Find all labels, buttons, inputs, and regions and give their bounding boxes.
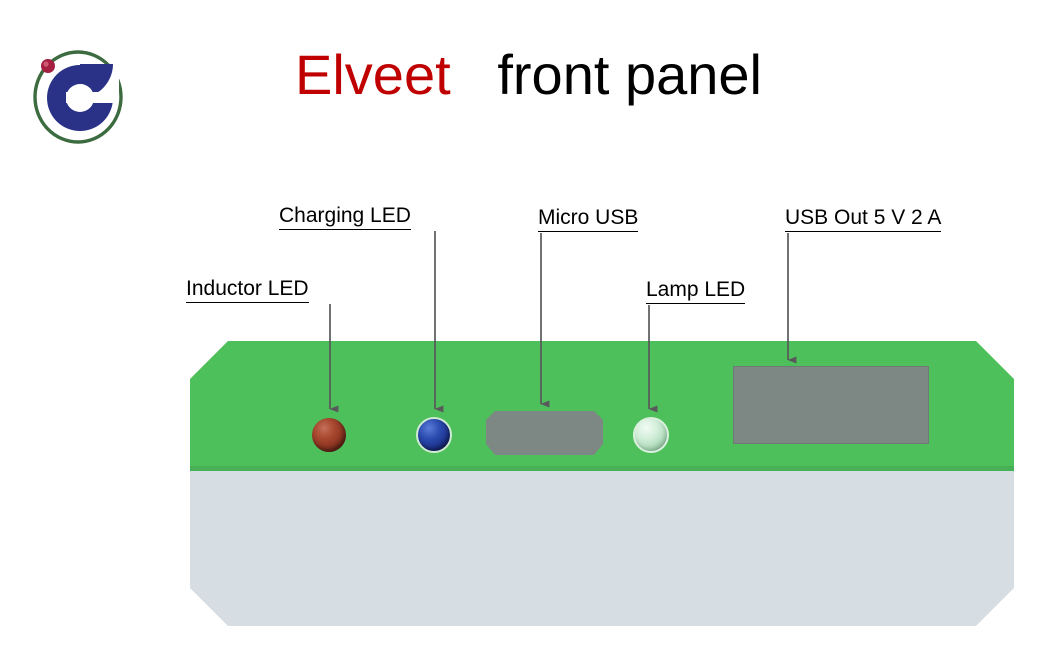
- charging-led: [416, 417, 452, 453]
- page-title-rest: front panel: [497, 43, 762, 106]
- device-lower-body: [190, 471, 1014, 626]
- usb-out-port: [733, 366, 929, 444]
- callout-charging-led: Charging LED: [279, 203, 411, 230]
- micro-usb-port: [486, 411, 603, 455]
- page-title-brand: Elveet: [295, 43, 451, 106]
- device-face-edge: [190, 466, 1014, 471]
- callout-lamp-led-text: Lamp LED: [646, 277, 746, 304]
- callout-micro-usb-text: Micro USB: [538, 205, 639, 232]
- callout-inductor-led-text: Inductor LED: [186, 276, 309, 303]
- callout-usb-out: USB Out 5 V 2 A: [785, 205, 942, 232]
- callout-charging-led-text: Charging LED: [279, 203, 411, 230]
- callout-micro-usb: Micro USB: [538, 205, 639, 232]
- lamp-led: [633, 417, 669, 453]
- page-title: Elveet front panel: [0, 40, 1057, 110]
- elveet-logo: [22, 40, 134, 152]
- inductor-led: [312, 418, 346, 452]
- callout-usb-out-text: USB Out 5 V 2 A: [785, 205, 942, 232]
- callout-inductor-led: Inductor LED: [186, 276, 309, 303]
- callout-lamp-led: Lamp LED: [646, 277, 746, 304]
